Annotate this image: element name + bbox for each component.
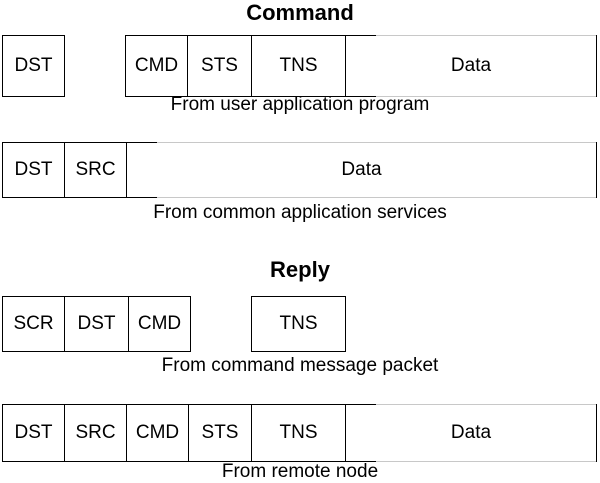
- data-field-bottom-fade: [157, 197, 596, 198]
- field-sts: STS: [187, 35, 252, 97]
- reply-row-command-packet: SCR DST CMD TNS: [0, 296, 600, 352]
- reply-row2-caption: From remote node: [221, 461, 379, 482]
- data-field-top-fade: [157, 142, 596, 143]
- field-dst: DST: [64, 296, 129, 352]
- data-field-top-fade: [376, 35, 596, 36]
- field-cmd: CMD: [126, 404, 189, 462]
- data-field-top-fade: [376, 404, 596, 405]
- field-scr: SCR: [2, 296, 65, 352]
- command-row-common-services: DST SRC Data: [0, 142, 600, 198]
- field-data: Data: [345, 35, 597, 97]
- field-dst: DST: [2, 35, 65, 97]
- field-dst: DST: [2, 404, 65, 462]
- field-sts: STS: [188, 404, 252, 462]
- field-data-label: Data: [450, 55, 492, 76]
- command-row-user-application: DST CMD STS TNS Data: [0, 35, 600, 97]
- field-data: Data: [345, 404, 597, 462]
- field-src: SRC: [64, 404, 127, 462]
- field-data-label: Data: [450, 422, 492, 443]
- data-field-bottom-fade: [376, 461, 596, 462]
- reply-row1-caption: From command message packet: [161, 355, 439, 376]
- field-data: Data: [126, 142, 597, 198]
- field-data-label: Data: [341, 159, 382, 180]
- field-src: SRC: [64, 142, 127, 198]
- command-heading: Command: [246, 0, 354, 25]
- field-cmd: CMD: [125, 35, 188, 97]
- field-tns: TNS: [251, 296, 346, 352]
- field-dst: DST: [2, 142, 65, 198]
- field-cmd: CMD: [128, 296, 191, 352]
- reply-row-remote-node: DST SRC CMD STS TNS Data: [0, 404, 600, 462]
- data-field-bottom-fade: [376, 96, 596, 97]
- field-tns: TNS: [251, 404, 346, 462]
- field-tns: TNS: [251, 35, 346, 97]
- reply-heading: Reply: [270, 257, 330, 282]
- command-row1-caption: From user application program: [170, 94, 430, 115]
- command-row2-caption: From common application services: [153, 202, 447, 223]
